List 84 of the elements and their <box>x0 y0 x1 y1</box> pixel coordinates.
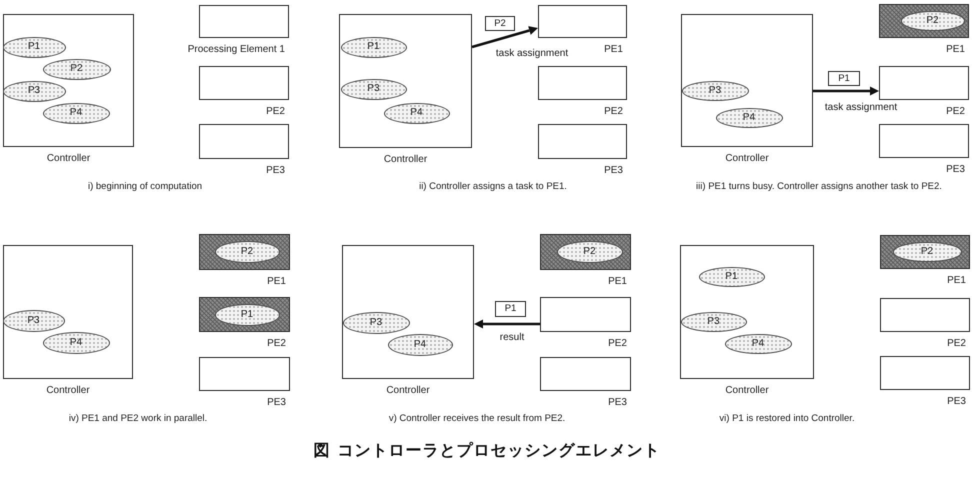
panel-caption: iii) PE1 turns busy. Controller assigns another task to PE2. <box>696 181 942 193</box>
controller-box <box>339 14 472 148</box>
panel-caption: vi) P1 is restored into Controller. <box>719 413 855 425</box>
process-ellipse: P2 <box>214 240 280 262</box>
arrow <box>813 86 879 96</box>
box-label: PE3 <box>604 165 623 177</box>
processing-element-box <box>880 235 970 269</box>
box-label: PE2 <box>604 106 623 118</box>
process-ellipse: P2 <box>892 242 962 262</box>
process-ellipse: P1 <box>698 266 764 286</box>
figure-caption: 図 コントローラとプロセッシングエレメント <box>314 440 660 462</box>
processing-element-box <box>538 66 627 100</box>
box-label: PE2 <box>947 338 966 350</box>
process-ellipse: P1 <box>214 304 280 326</box>
arrow <box>472 26 538 48</box>
panel-caption: i) beginning of computation <box>88 181 202 193</box>
box-label: PE1 <box>947 275 966 287</box>
process-ellipse: P4 <box>42 102 110 124</box>
box-label: PE2 <box>946 106 965 118</box>
box-label: PE1 <box>604 44 623 56</box>
process-ellipse: P4 <box>42 332 110 354</box>
process-ellipse: P4 <box>388 334 452 356</box>
processing-element-box <box>199 357 290 391</box>
process-ellipse: P2 <box>556 240 622 262</box>
box-label: Controller <box>725 153 769 165</box>
box-label: Controller <box>725 385 769 397</box>
processing-element-box <box>199 297 290 332</box>
box-label: Controller <box>46 153 90 165</box>
edge-label: task assignment <box>824 102 898 114</box>
process-ellipse: P3 <box>342 312 410 334</box>
task-tag: P1 <box>495 301 526 317</box>
process-ellipse: P4 <box>724 334 792 354</box>
process-ellipse: P3 <box>2 80 66 102</box>
box-label: PE3 <box>266 165 285 177</box>
box-label: PE1 <box>946 44 965 56</box>
controller-box <box>3 245 133 379</box>
processing-element-box <box>540 297 631 332</box>
process-ellipse: P4 <box>716 108 782 128</box>
edge-label: task assignment <box>494 48 570 60</box>
box-label: PE1 <box>608 276 627 288</box>
process-ellipse: P2 <box>42 58 110 80</box>
box-label: Controller <box>46 385 90 397</box>
processing-element-box <box>538 5 627 38</box>
processing-element-box <box>880 356 970 390</box>
processing-element-box <box>879 66 969 100</box>
box-label: PE3 <box>267 397 286 409</box>
process-ellipse: P4 <box>384 102 450 124</box>
box-label: PE2 <box>266 106 285 118</box>
processing-element-box <box>199 66 289 100</box>
box-label: Controller <box>386 385 430 397</box>
box-label: PE2 <box>608 338 627 350</box>
box-label: PE3 <box>608 397 627 409</box>
processing-element-box <box>199 234 290 270</box>
processing-element-box <box>199 124 289 159</box>
controller-box <box>680 245 814 379</box>
processing-element-box <box>880 298 970 332</box>
process-ellipse: P3 <box>2 310 64 332</box>
box-label: PE3 <box>947 396 966 408</box>
box-label: Controller <box>384 154 428 166</box>
box-label: Processing Element 1 <box>188 44 285 56</box>
processing-element-box <box>199 5 289 38</box>
panel-caption: iv) PE1 and PE2 work in parallel. <box>68 413 208 425</box>
controller-box <box>681 14 813 147</box>
controller-box <box>342 245 474 379</box>
task-tag: P1 <box>828 71 860 86</box>
process-ellipse: P1 <box>340 36 406 58</box>
controller-box <box>3 14 134 147</box>
task-tag: P2 <box>485 16 515 31</box>
processing-element-box <box>540 234 631 270</box>
panel-caption: ii) Controller assigns a task to PE1. <box>419 181 567 193</box>
process-ellipse: P3 <box>680 312 746 332</box>
processing-element-box <box>879 124 969 158</box>
box-label: PE1 <box>267 276 286 288</box>
panel-caption: v) Controller receives the result from PE2. <box>388 413 566 425</box>
box-label: PE3 <box>946 164 965 176</box>
process-ellipse: P1 <box>2 36 66 58</box>
process-ellipse: P3 <box>340 78 406 100</box>
box-label: PE2 <box>267 338 286 350</box>
process-ellipse: P3 <box>682 80 748 100</box>
processing-element-box <box>538 124 627 159</box>
arrow <box>474 320 540 328</box>
processing-element-box <box>540 357 631 391</box>
process-ellipse: P2 <box>900 10 964 30</box>
processing-element-box <box>879 4 969 38</box>
